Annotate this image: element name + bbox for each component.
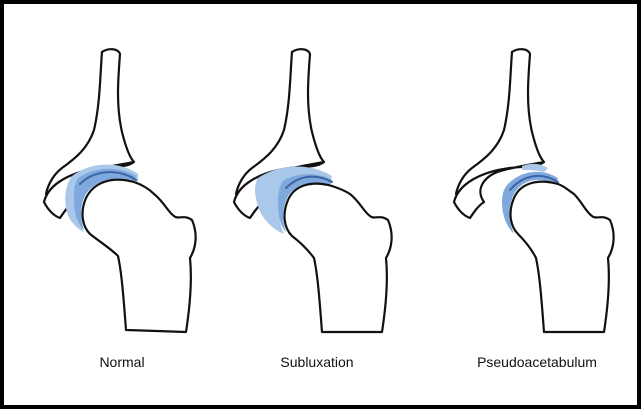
normal-label: Normal bbox=[99, 354, 144, 370]
femur-outline bbox=[285, 184, 392, 332]
femur-outline bbox=[511, 182, 614, 332]
false-acetabulum-cartilage bbox=[522, 164, 548, 172]
subluxation-label: Subluxation bbox=[280, 354, 353, 370]
ilium-inner-outline bbox=[456, 52, 512, 194]
normal-hip-diagram bbox=[14, 44, 214, 344]
pseudoacetabulum-hip-diagram bbox=[424, 44, 624, 344]
femur-outline bbox=[83, 180, 196, 332]
pseudoacetabulum-label: Pseudoacetabulum bbox=[477, 354, 597, 370]
subluxation-hip-diagram bbox=[204, 44, 404, 344]
